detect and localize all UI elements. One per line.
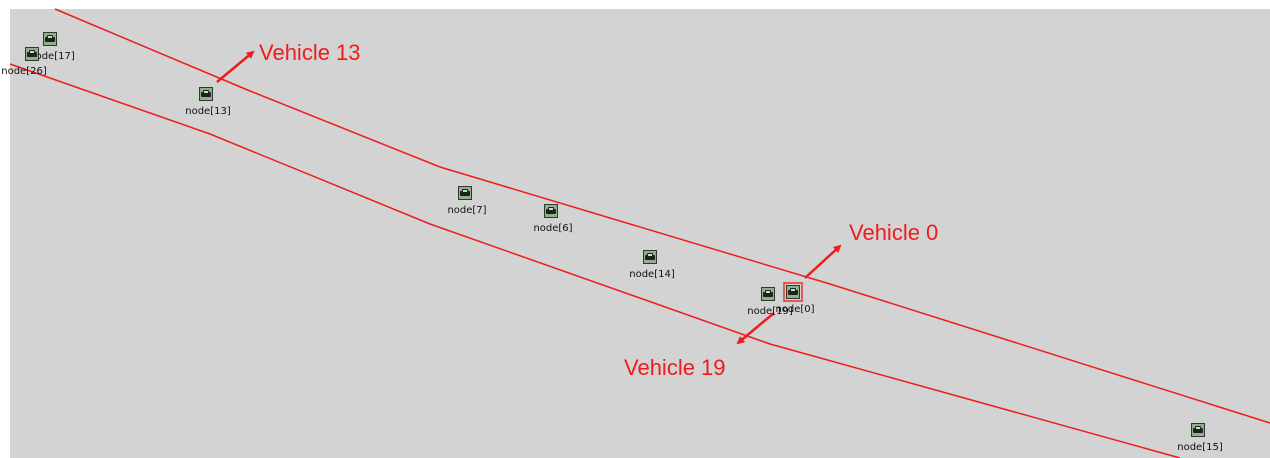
car-icon: [458, 186, 472, 200]
car-icon: [1191, 423, 1205, 437]
lane-lower: [9, 63, 1181, 458]
node-label: node[14]: [629, 269, 675, 280]
car-icon: [761, 287, 775, 301]
node-label: node[17]: [29, 51, 75, 62]
arrow-vehicle-0: [804, 244, 842, 279]
car-icon: [544, 204, 558, 218]
node-label: node[26]: [1, 66, 47, 77]
node-label: node[0]: [775, 304, 815, 315]
lane-upper: [54, 8, 1270, 424]
annotation-vehicle-13: Vehicle 13: [259, 40, 361, 65]
simulation-canvas[interactable]: node[17] node[26] node[13] node[7] node[…: [1, 8, 1270, 458]
node-label: node[19]: [747, 306, 793, 317]
road-lanes: [9, 8, 1270, 458]
node-label: node[6]: [533, 223, 573, 234]
node-label: node[7]: [447, 205, 487, 216]
arrow-vehicle-19: [736, 312, 775, 345]
car-icon: [43, 32, 57, 46]
car-icon: [25, 47, 39, 61]
arrow-vehicle-13: [216, 50, 255, 83]
annotation-vehicle-19: Vehicle 19: [624, 355, 726, 380]
node-label: node[13]: [185, 106, 231, 117]
car-icon: [199, 87, 213, 101]
annotation-vehicle-0: Vehicle 0: [849, 220, 939, 245]
car-icon: [783, 282, 803, 302]
car-icon: [643, 250, 657, 264]
node-label: node[15]: [1177, 442, 1223, 453]
